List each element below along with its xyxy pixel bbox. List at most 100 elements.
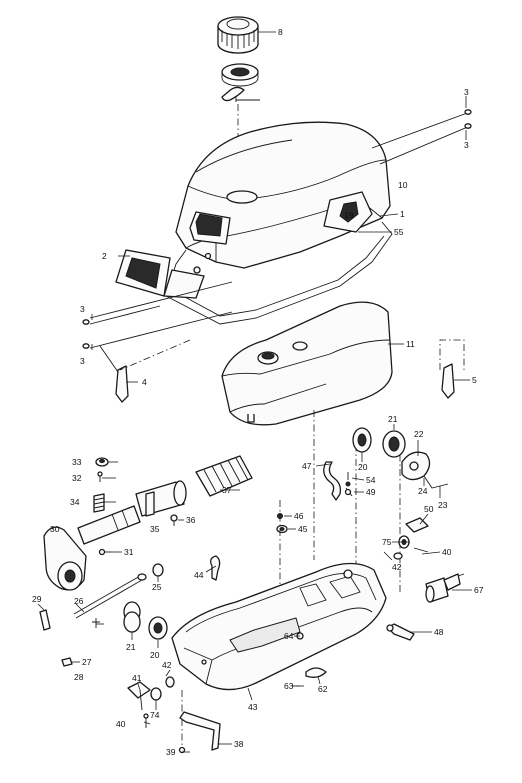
latch-bracket-right	[441, 363, 455, 399]
callout-8: 8	[278, 27, 283, 37]
callout-5: 5	[472, 375, 477, 385]
choke-plate-22	[401, 451, 449, 489]
callout-47: 47	[302, 461, 312, 471]
screw-40-lower	[143, 713, 149, 728]
throttle-rod-26	[73, 573, 147, 619]
u-bracket-38	[179, 711, 221, 751]
callout-40-left: 40	[116, 719, 126, 729]
latch-bracket-left	[99, 345, 129, 403]
callout-2: 2	[102, 251, 107, 261]
callout-39: 39	[166, 747, 176, 757]
callout-23: 23	[438, 500, 448, 510]
screw-39	[178, 690, 186, 754]
callout-33: 33	[72, 457, 82, 467]
callout-31: 31	[124, 547, 134, 557]
callout-11: 11	[406, 339, 415, 349]
screw-32	[97, 471, 103, 482]
top-cover	[175, 121, 391, 274]
screw-27-28	[61, 618, 100, 667]
bushing-75	[398, 535, 429, 553]
callout-22: 22	[414, 429, 424, 439]
vent-knob-20	[352, 427, 372, 453]
callout-38: 38	[234, 739, 244, 749]
bottom-pan	[171, 562, 387, 691]
callout-20-upper: 20	[358, 462, 368, 472]
knob-20-lower	[148, 616, 168, 640]
callout-4: 4	[142, 377, 147, 387]
callout-48: 48	[434, 627, 444, 637]
callout-36: 36	[186, 515, 196, 525]
callout-28: 28	[74, 672, 84, 682]
callout-35: 35	[150, 524, 160, 534]
callout-3-bottom-left: 3	[80, 356, 85, 366]
cap-retainer-clip	[221, 86, 260, 102]
clip-62	[305, 667, 327, 678]
callout-40-right: 40	[442, 547, 452, 557]
nut-33	[95, 457, 109, 467]
callout-3-bottom-right: 3	[464, 140, 469, 150]
callout-43: 43	[248, 702, 258, 712]
callout-29: 29	[32, 594, 42, 604]
callout-41: 41	[132, 673, 142, 683]
callout-3-top-right: 3	[464, 87, 469, 97]
callout-24: 24	[418, 486, 428, 496]
callout-45: 45	[298, 524, 308, 534]
callout-37: 37	[222, 485, 232, 495]
washer-45	[276, 524, 288, 534]
hook-47	[323, 461, 342, 501]
bracket-50	[405, 517, 429, 533]
washer-42-lower	[165, 676, 175, 688]
lever-48	[386, 623, 415, 641]
cover-grip-handle	[115, 249, 205, 299]
pin-31	[98, 548, 112, 556]
callout-49: 49	[366, 487, 376, 497]
callout-75: 75	[382, 537, 392, 547]
callout-19: 19	[344, 210, 354, 220]
callout-3-top-left: 3	[80, 304, 85, 314]
cover-screws-left	[82, 319, 90, 349]
callout-67: 67	[474, 585, 484, 595]
callout-32: 32	[72, 473, 82, 483]
callout-30: 30	[50, 524, 60, 534]
screw-36	[170, 514, 178, 526]
callout-42-left: 42	[162, 660, 172, 670]
callout-1: 1	[400, 209, 405, 219]
callout-64: 64	[284, 631, 294, 641]
fuel-cap	[217, 16, 259, 54]
tiller-arm-30	[43, 526, 87, 591]
lever-29	[39, 609, 51, 631]
callout-10: 10	[398, 180, 408, 190]
callout-20-lower: 20	[150, 650, 160, 660]
callout-62: 62	[318, 684, 328, 694]
shift-lever-41	[127, 681, 151, 711]
callout-42-right: 42	[392, 562, 402, 572]
vent-knob-21	[382, 430, 406, 458]
knob-25	[152, 563, 164, 577]
callout-27: 27	[82, 657, 92, 667]
fuel-tank	[221, 301, 393, 426]
callout-63: 63	[284, 681, 294, 691]
callout-74: 74	[150, 710, 160, 720]
throttle-sleeve-35	[135, 480, 187, 517]
callout-55: 55	[394, 227, 404, 237]
callout-44: 44	[194, 570, 204, 580]
pin-49	[344, 472, 353, 497]
callout-labels: 1 2 3 3 3 3 4 5 8 10 11 19 20 20 21 21 2…	[32, 27, 484, 757]
spring-34	[93, 493, 105, 513]
callout-25: 25	[152, 582, 162, 592]
cap-gasket	[221, 63, 259, 87]
knob-74	[150, 687, 162, 701]
hook-44	[210, 555, 221, 581]
cover-screws-right	[464, 109, 472, 129]
knob-21-lower	[123, 601, 141, 633]
callout-50: 50	[424, 504, 434, 514]
callout-34: 34	[70, 497, 80, 507]
fuel-connector-67	[425, 573, 465, 603]
callout-21-upper: 21	[388, 414, 398, 424]
grip-37	[195, 455, 253, 497]
callout-46: 46	[294, 511, 304, 521]
washer-42-upper	[393, 552, 403, 560]
callout-54: 54	[366, 475, 376, 485]
tiller-tube	[77, 505, 141, 545]
